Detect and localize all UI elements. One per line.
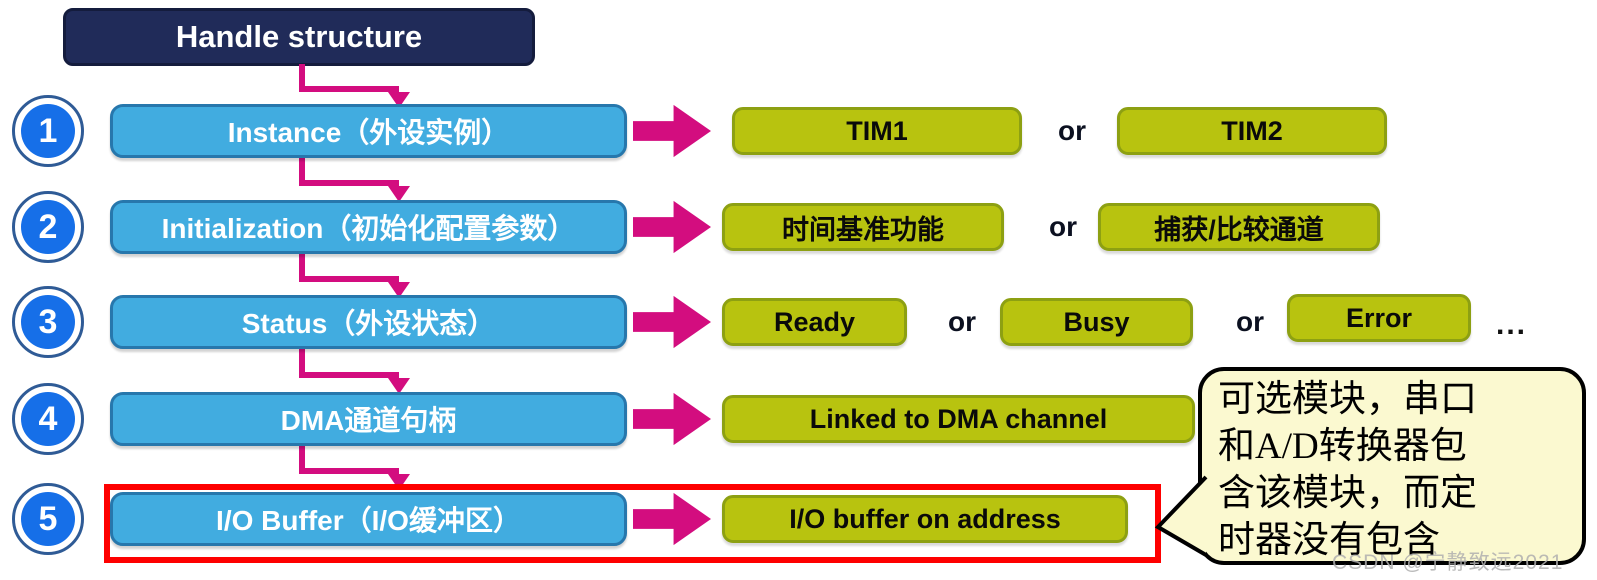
arrow-down-icon — [388, 186, 410, 202]
right-arrow-icon — [633, 492, 711, 546]
connector-line — [299, 348, 305, 378]
step-number: 5 — [21, 492, 75, 546]
callout-line: 含该模块，而定 — [1218, 473, 1477, 514]
callout-line: 和A/D转换器包 — [1218, 426, 1467, 467]
value-box-capture-compare: 捕获/比较通道 — [1098, 203, 1380, 251]
step-number: 4 — [21, 392, 75, 446]
right-arrow-icon — [633, 295, 711, 349]
connector-line — [299, 64, 305, 92]
handle-field-instance: Instance（外设实例） — [110, 104, 627, 158]
or-label: or — [1236, 306, 1264, 337]
callout-line: 可选模块，串口 — [1218, 379, 1477, 420]
step-circle-3: 3 — [12, 286, 84, 358]
value-label: TIM2 — [1221, 115, 1283, 146]
connector-line — [299, 372, 399, 378]
value-box-tim2: TIM2 — [1117, 107, 1387, 155]
step-number: 1 — [21, 104, 75, 158]
value-box-busy: Busy — [1000, 298, 1193, 346]
value-box-io-address: I/O buffer on address — [722, 495, 1128, 543]
value-label: 捕获/比较通道 — [1154, 214, 1324, 245]
handle-field-io-buffer: I/O Buffer（I/O缓冲区） — [110, 492, 627, 546]
value-label: TIM1 — [846, 115, 908, 146]
step-number: 2 — [21, 200, 75, 254]
value-box-ready: Ready — [722, 298, 907, 346]
arrow-down-icon — [388, 282, 410, 298]
handle-field-label: Instance（外设实例） — [227, 117, 510, 148]
value-label: Ready — [773, 306, 856, 337]
step-circle-4: 4 — [12, 383, 84, 455]
right-arrow-icon — [633, 392, 711, 446]
connector-line — [299, 445, 305, 474]
callout-line: 时器没有包含 — [1218, 520, 1440, 561]
step-number: 3 — [21, 295, 75, 349]
handle-field-dma: DMA通道句柄 — [110, 392, 627, 446]
callout-bubble: 可选模块，串口 和A/D转换器包 含该模块，而定 时器没有包含 — [1198, 367, 1586, 565]
handle-field-status: Status（外设状态） — [110, 295, 627, 349]
step-circle-1: 1 — [12, 95, 84, 167]
connector-line — [299, 157, 305, 186]
or-label: or — [1049, 211, 1077, 242]
value-label: Linked to DMA channel — [809, 403, 1108, 434]
right-arrow-icon — [633, 104, 711, 158]
value-label: Error — [1345, 302, 1413, 333]
or-label: or — [1058, 115, 1086, 146]
connector-line — [299, 180, 399, 186]
connector-line — [299, 253, 305, 282]
handle-field-initialization: Initialization（初始化配置参数） — [110, 200, 627, 254]
ellipsis-text: ... — [1496, 308, 1528, 341]
title-box: Handle structure — [63, 8, 535, 66]
step-circle-2: 2 — [12, 191, 84, 263]
connector-line — [299, 86, 399, 92]
value-label: I/O buffer on address — [789, 503, 1061, 534]
or-label: or — [948, 306, 976, 337]
connector-line — [299, 468, 399, 474]
value-box-tim1: TIM1 — [732, 107, 1022, 155]
step-circle-5: 5 — [12, 483, 84, 555]
title-text: Handle structure — [175, 19, 423, 54]
value-label: Busy — [1063, 306, 1130, 337]
value-box-timebase: 时间基准功能 — [722, 203, 1004, 251]
handle-field-label: DMA通道句柄 — [280, 405, 457, 436]
handle-field-label: I/O Buffer（I/O缓冲区） — [216, 505, 521, 536]
callout-tail — [1154, 475, 1208, 557]
handle-field-label: Status（外设状态） — [241, 308, 496, 339]
watermark-text: CSDN @宁静致远2021 — [1332, 551, 1564, 574]
right-arrow-icon — [633, 200, 711, 254]
handle-field-label: Initialization（初始化配置参数） — [161, 213, 576, 244]
value-label: 时间基准功能 — [782, 214, 944, 245]
connector-line — [299, 276, 399, 282]
value-box-dma-channel: Linked to DMA channel — [722, 395, 1195, 443]
value-box-error: Error — [1287, 294, 1471, 342]
arrow-down-icon — [388, 474, 410, 490]
arrow-down-icon — [388, 378, 410, 394]
